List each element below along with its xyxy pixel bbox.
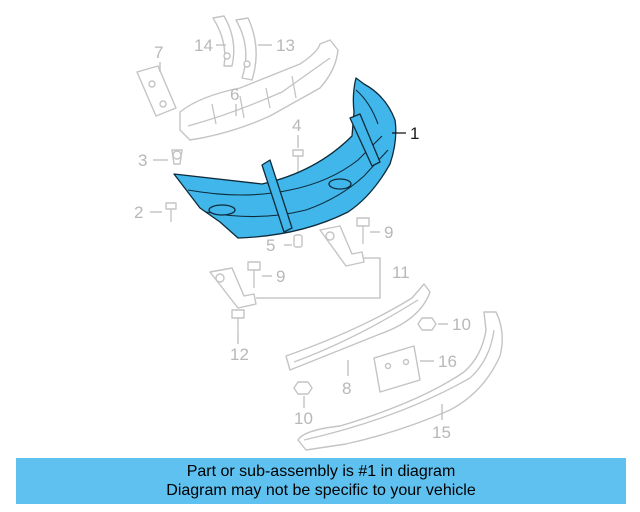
parts-diagram: 1 2 3 4 5 6 7 8 9 9 10 10 11 12 13 14 15…	[134, 15, 503, 451]
callout-13[interactable]: 13	[276, 36, 295, 55]
part-13-bracket	[235, 17, 257, 81]
banner-line-1: Part or sub-assembly is #1 in diagram	[186, 463, 456, 480]
part-14-bracket	[212, 15, 235, 67]
part-7-plate	[136, 65, 177, 117]
banner-line-2: Diagram may not be specific to your vehi…	[166, 482, 476, 499]
part-4-screw	[292, 149, 304, 172]
part-15-deflector	[297, 311, 503, 451]
callout-11[interactable]: 11	[392, 263, 410, 282]
callout-16[interactable]: 16	[438, 352, 457, 371]
callout-1[interactable]: 1	[410, 124, 419, 143]
callout-9-upper[interactable]: 9	[384, 223, 393, 242]
callout-3[interactable]: 3	[138, 151, 147, 170]
part-2-screw	[165, 202, 177, 222]
part-1-bumper-cover[interactable]	[173, 77, 397, 239]
callout-10-lower[interactable]: 10	[294, 409, 313, 428]
part-11-guide-lower	[209, 267, 257, 309]
part-9-bolt-lower	[247, 261, 261, 288]
callout-7[interactable]: 7	[154, 43, 163, 62]
callout-8[interactable]: 8	[342, 379, 351, 398]
callout-14[interactable]: 14	[194, 36, 213, 55]
part-11-guide-upper	[319, 225, 365, 267]
part-9-bolt-upper	[356, 217, 370, 244]
part-12-bolt	[231, 309, 245, 334]
part-3-clip	[171, 149, 183, 165]
part-10-nut-lower	[293, 381, 313, 395]
callout-15[interactable]: 15	[432, 423, 451, 442]
part-16-license-bracket	[373, 345, 421, 393]
callout-5[interactable]: 5	[266, 236, 275, 255]
part-8-reinforcement	[285, 283, 431, 371]
part-10-nut-right	[417, 317, 437, 331]
part-6-absorber	[179, 39, 339, 141]
callout-4[interactable]: 4	[292, 116, 301, 135]
callout-6[interactable]: 6	[230, 85, 239, 104]
part-5-pin	[293, 234, 303, 248]
leader-11	[256, 257, 381, 299]
callout-10-right[interactable]: 10	[452, 315, 471, 334]
callout-12[interactable]: 12	[230, 345, 249, 364]
callout-9-lower[interactable]: 9	[276, 267, 285, 286]
info-banner: Part or sub-assembly is #1 in diagram Di…	[16, 458, 626, 504]
callout-2[interactable]: 2	[134, 203, 143, 222]
